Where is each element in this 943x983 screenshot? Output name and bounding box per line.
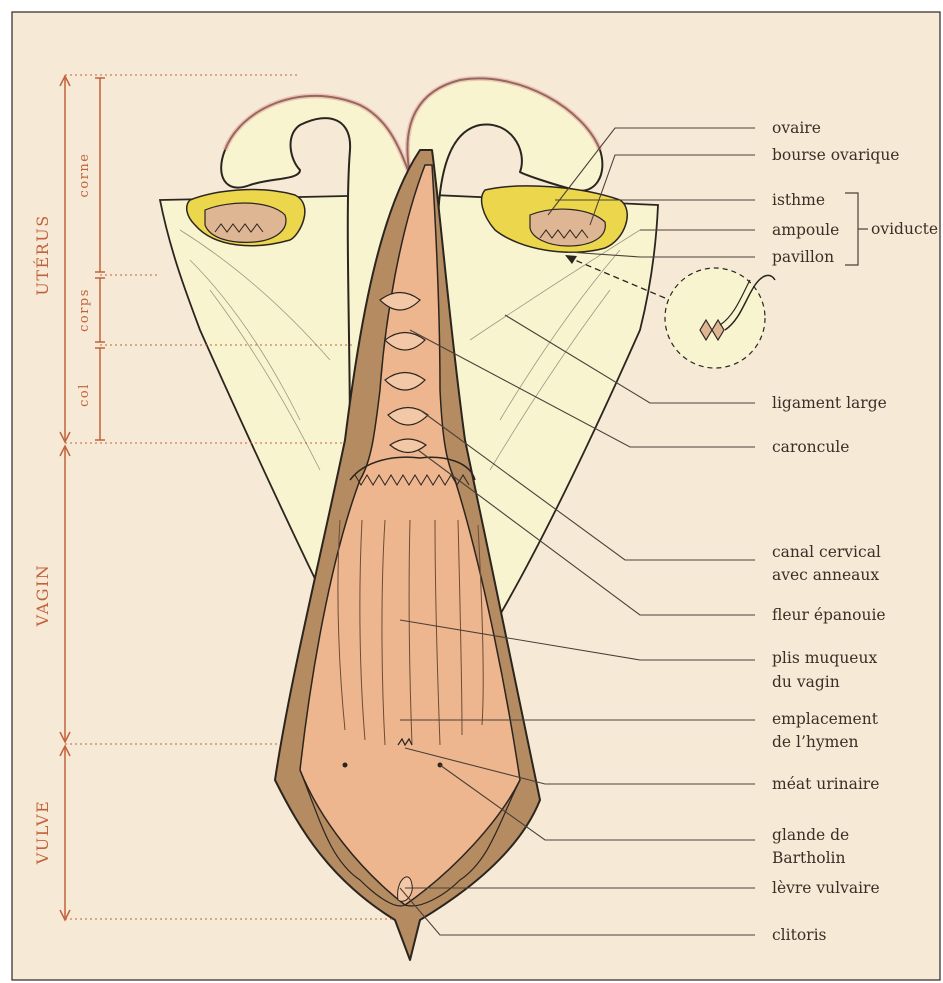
label-bartholin-line2: Bartholin (772, 849, 845, 867)
label-vaginal-folds-line1: plis muqueux (772, 649, 877, 667)
vulva-region-label: VULVE (33, 800, 52, 866)
label-ampulla: ampoule (772, 221, 839, 239)
label-vulvar-lip: lèvre vulvaire (772, 879, 880, 897)
label-bartholin-line1: glande de (772, 826, 849, 844)
label-cervical-canal-line2: avec anneaux (772, 566, 879, 584)
vagina-region-label: VAGIN (33, 564, 52, 628)
body-region-label: corps (77, 288, 92, 332)
label-ovary: ovaire (772, 119, 821, 137)
label-infundibulum: pavillon (772, 248, 834, 266)
horn-region-label: corne (77, 153, 92, 198)
label-vaginal-folds-line2: du vagin (772, 673, 840, 691)
label-cervical-canal-line1: canal cervical (772, 543, 881, 561)
uterus-region-label: UTÉRUS (32, 214, 52, 295)
label-flower: fleur épanouie (772, 606, 886, 624)
cervix-region-label: col (77, 383, 92, 407)
label-oviduct: oviducte (871, 220, 938, 238)
label-hymen-line2: de l’hymen (772, 733, 859, 751)
label-caruncle: caroncule (772, 438, 849, 456)
label-isthmus: isthme (772, 191, 825, 209)
label-ovarian-bursa: bourse ovarique (772, 146, 899, 164)
label-urinary-meatus: méat urinaire (772, 775, 879, 793)
label-hymen-line1: emplacement (772, 710, 879, 728)
label-broad-ligament: ligament large (772, 394, 887, 412)
label-clitoris: clitoris (772, 926, 827, 944)
